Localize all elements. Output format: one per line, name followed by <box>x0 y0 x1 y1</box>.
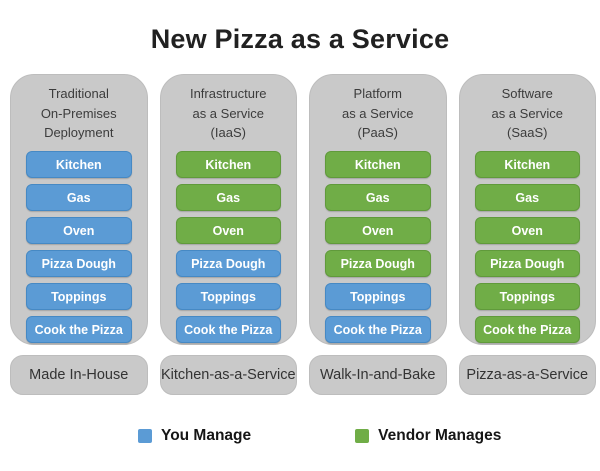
footer-pizza-as-a-service: Pizza-as-a-Service <box>458 355 596 395</box>
column-saas: Software as a Service (SaaS) Kitchen Gas… <box>458 74 596 345</box>
stack-item: Kitchen <box>26 151 132 178</box>
stack-item: Kitchen <box>325 151 431 178</box>
vendor-manages-swatch-icon <box>355 429 370 443</box>
stack-item: Pizza Dough <box>26 250 132 277</box>
stack-item: Pizza Dough <box>175 250 281 277</box>
stack-item: Cook the Pizza <box>325 316 431 343</box>
column-stack: Kitchen Gas Oven Pizza Dough Toppings Co… <box>161 151 297 343</box>
column-traditional-on-premises: Traditional On-Premises Deployment Kitch… <box>10 74 148 345</box>
stack-item: Kitchen <box>175 151 281 178</box>
stack-item: Oven <box>474 217 580 244</box>
stack-item: Cook the Pizza <box>474 316 580 343</box>
legend-vendor-manages: Vendor Manages <box>355 427 501 445</box>
column-header: Traditional On-Premises Deployment <box>40 86 117 140</box>
footer-kitchen-as-a-service: Kitchen-as-a-Service <box>159 355 297 395</box>
footer-walk-in-and-bake: Walk-In-and-Bake <box>309 355 447 395</box>
stack-item: Oven <box>175 217 281 244</box>
vendor-manages-label: Vendor Manages <box>378 427 502 444</box>
legend: You Manage Vendor Manages <box>138 427 600 445</box>
stack-item: Cook the Pizza <box>175 316 281 343</box>
column-header: Platform as a Service (PaaS) <box>341 86 414 140</box>
column-stack: Kitchen Gas Oven Pizza Dough Toppings Co… <box>310 151 446 343</box>
columns-row: Traditional On-Premises Deployment Kitch… <box>10 74 596 345</box>
footer-made-in-house: Made In-House <box>10 355 148 395</box>
you-manage-label: You Manage <box>161 427 252 444</box>
stack-item: Toppings <box>325 283 431 310</box>
footer-row: Made In-House Kitchen-as-a-Service Walk-… <box>10 355 596 395</box>
stack-item: Pizza Dough <box>474 250 580 277</box>
stack-item: Kitchen <box>474 151 580 178</box>
stack-item: Toppings <box>26 283 132 310</box>
stack-item: Toppings <box>474 283 580 310</box>
page-title: New Pizza as a Service <box>150 24 450 54</box>
stack-item: Cook the Pizza <box>26 316 132 343</box>
stack-item: Gas <box>26 184 132 211</box>
column-header: Software as a Service (SaaS) <box>491 86 564 140</box>
you-manage-swatch-icon <box>138 429 152 443</box>
column-header: Infrastructure as a Service (IaaS) <box>189 86 267 140</box>
stack-item: Gas <box>474 184 580 211</box>
stack-item: Oven <box>325 217 431 244</box>
stack-item: Oven <box>26 217 132 244</box>
column-stack: Kitchen Gas Oven Pizza Dough Toppings Co… <box>460 151 596 343</box>
stack-item: Gas <box>175 184 281 211</box>
stack-item: Pizza Dough <box>325 250 431 277</box>
column-iaas: Infrastructure as a Service (IaaS) Kitch… <box>159 74 297 345</box>
legend-you-manage: You Manage <box>138 427 251 445</box>
stack-item: Gas <box>325 184 431 211</box>
stack-item: Toppings <box>175 283 281 310</box>
column-paas: Platform as a Service (PaaS) Kitchen Gas… <box>309 74 447 345</box>
pizza-as-a-service-diagram: New Pizza as a Service Traditional On-Pr… <box>0 24 600 471</box>
column-stack: Kitchen Gas Oven Pizza Dough Toppings Co… <box>11 151 147 343</box>
